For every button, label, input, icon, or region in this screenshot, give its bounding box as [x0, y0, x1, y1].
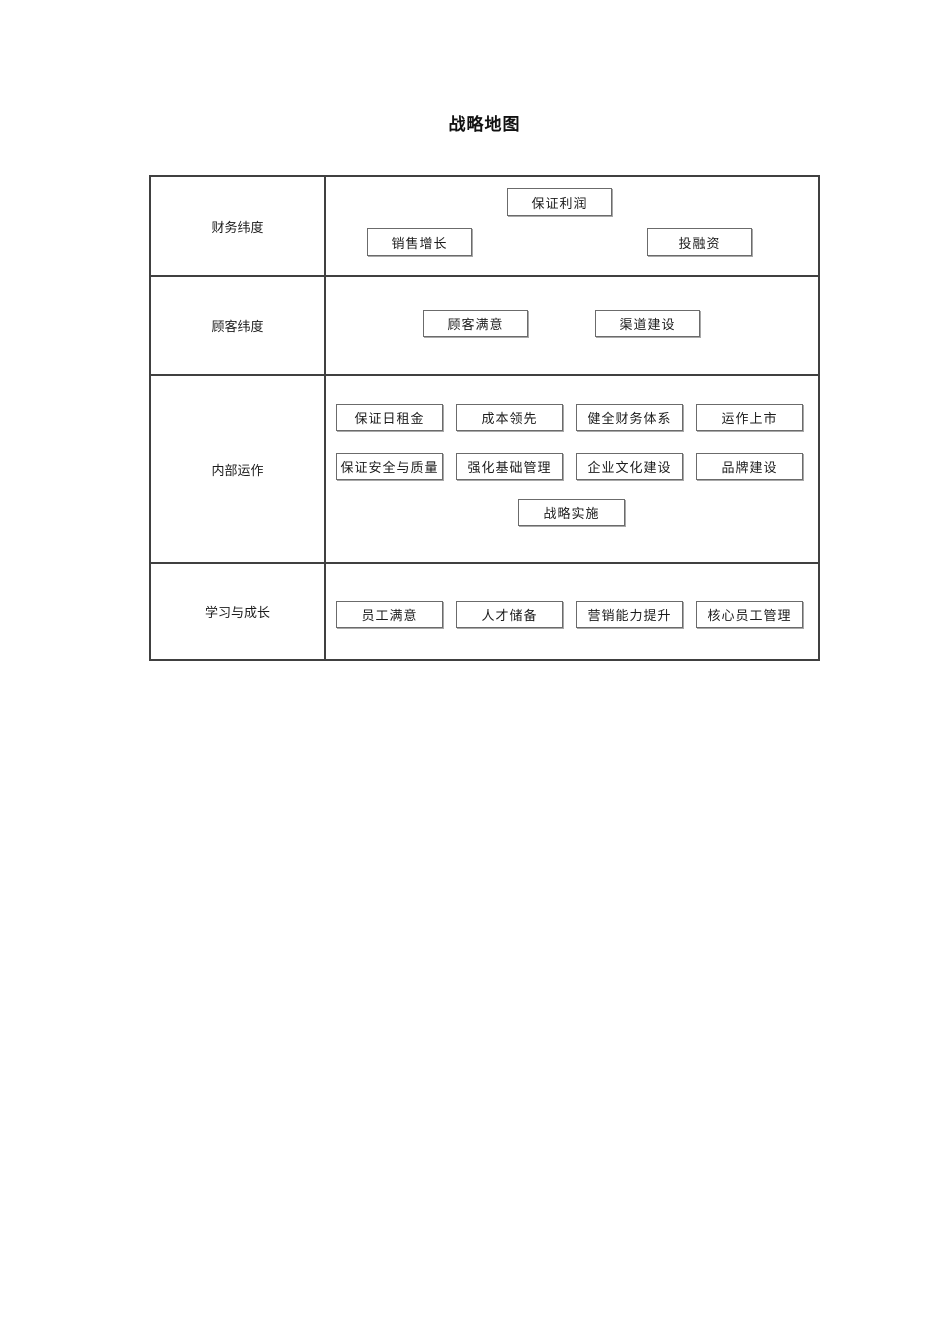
- row-content-internal-operations: 保证日租金 成本领先 健全财务体系 运作上市 保证安全与质量 强化基础管理 企业…: [326, 376, 818, 562]
- table-row-learning-growth: 学习与成长 员工满意 人才储备 营销能力提升 核心员工管理: [151, 564, 818, 659]
- financial-system-box: 健全财务体系: [576, 404, 683, 431]
- corporate-culture-box: 企业文化建设: [576, 453, 683, 480]
- talent-reserve-box: 人才储备: [456, 601, 563, 628]
- basic-management-box: 强化基础管理: [456, 453, 563, 480]
- channel-building-box: 渠道建设: [595, 310, 700, 337]
- row-content-learning-growth: 员工满意 人才储备 营销能力提升 核心员工管理: [326, 564, 818, 659]
- cost-leadership-box: 成本领先: [456, 404, 563, 431]
- brand-building-box: 品牌建设: [696, 453, 803, 480]
- safety-quality-box: 保证安全与质量: [336, 453, 443, 480]
- row-label-finance: 财务纬度: [151, 177, 326, 275]
- daily-rent-assurance-box: 保证日租金: [336, 404, 443, 431]
- row-content-finance: 保证利润 销售增长 投融资: [326, 177, 818, 275]
- row-label-customer: 顾客纬度: [151, 277, 326, 374]
- table-row-customer: 顾客纬度 顾客满意 渠道建设: [151, 277, 818, 376]
- table-row-finance: 财务纬度 保证利润 销售增长 投融资: [151, 177, 818, 277]
- table-row-internal-operations: 内部运作 保证日租金 成本领先 健全财务体系 运作上市 保证安全与质量 强化基础…: [151, 376, 818, 564]
- profit-assurance-box: 保证利润: [507, 188, 612, 216]
- key-employee-management-box: 核心员工管理: [696, 601, 803, 628]
- customer-satisfaction-box: 顾客满意: [423, 310, 528, 337]
- employee-satisfaction-box: 员工满意: [336, 601, 443, 628]
- page-title: 战略地图: [448, 115, 521, 134]
- marketing-capability-box: 营销能力提升: [576, 601, 683, 628]
- investment-financing-box: 投融资: [647, 228, 752, 256]
- row-label-internal-operations: 内部运作: [151, 376, 326, 562]
- row-content-customer: 顾客满意 渠道建设: [326, 277, 818, 374]
- sales-growth-box: 销售增长: [367, 228, 472, 256]
- row-label-learning-growth: 学习与成长: [151, 564, 326, 659]
- strategy-implementation-box: 战略实施: [518, 499, 625, 526]
- ipo-operation-box: 运作上市: [696, 404, 803, 431]
- strategy-map-table: 财务纬度 保证利润 销售增长 投融资 顾客纬度 顾客满意 渠道建设 内部运作 保…: [149, 175, 820, 661]
